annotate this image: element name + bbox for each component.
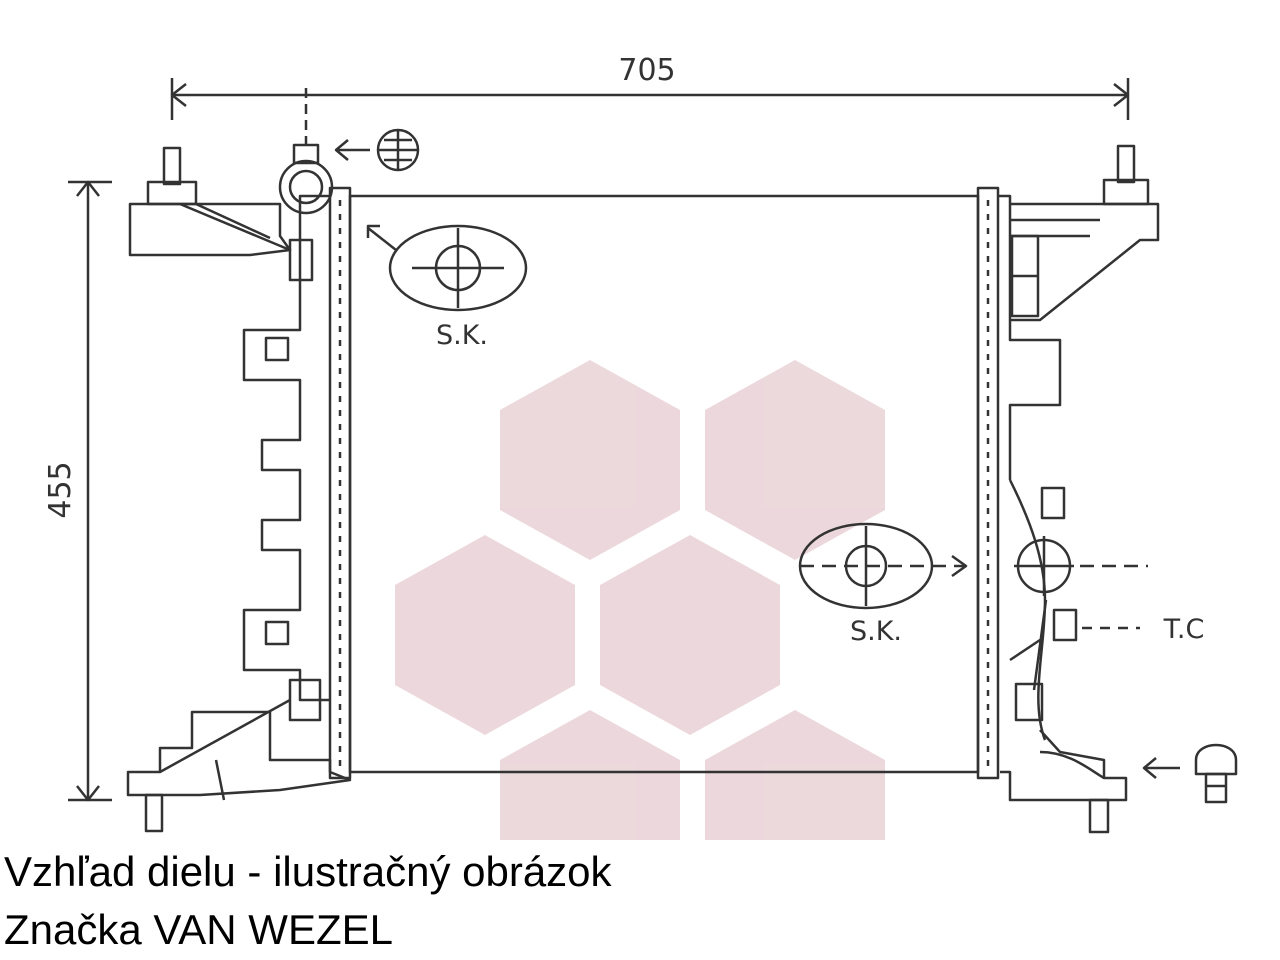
left-bottom-bracket xyxy=(126,698,352,833)
height-dimension-line xyxy=(68,180,112,802)
caption-illustration-note: Vzhľad dielu - ilustračný obrázok xyxy=(4,848,612,895)
outlet-pipe xyxy=(1009,536,1148,691)
right-bottom-bracket xyxy=(1000,729,1128,834)
drain-plug-right-icon xyxy=(798,522,968,610)
caption-brand: Značka VAN WEZEL xyxy=(4,906,393,953)
width-dimension-line xyxy=(170,78,1130,120)
radiator-technical-drawing: 705 455 S.K. S.K. T.C xyxy=(43,53,1238,840)
drain-plug-top-icon xyxy=(366,224,528,312)
watermark-hexagons xyxy=(395,360,885,840)
drain-plug-icon xyxy=(1142,743,1238,804)
drain-plug-right-label: S.K. xyxy=(850,616,902,647)
watermark-hex xyxy=(500,710,680,840)
left-top-bracket xyxy=(128,146,292,257)
filler-cap-icon xyxy=(334,128,420,172)
watermark-hex xyxy=(705,360,885,560)
temperature-sensor-label: T.C xyxy=(1163,614,1205,645)
temperature-sensor-icon xyxy=(1052,608,1140,642)
watermark-hex xyxy=(500,360,680,560)
inlet-pipe xyxy=(278,88,334,215)
height-dimension-label: 455 xyxy=(43,461,78,518)
watermark-hex xyxy=(600,535,780,735)
drain-plug-top-label: S.K. xyxy=(436,320,488,351)
right-tank xyxy=(976,186,1066,780)
left-tank xyxy=(242,186,352,780)
watermark-hex xyxy=(705,710,885,840)
right-top-bracket xyxy=(1010,144,1160,322)
watermark-hex xyxy=(395,535,575,735)
width-dimension-label: 705 xyxy=(618,53,675,88)
